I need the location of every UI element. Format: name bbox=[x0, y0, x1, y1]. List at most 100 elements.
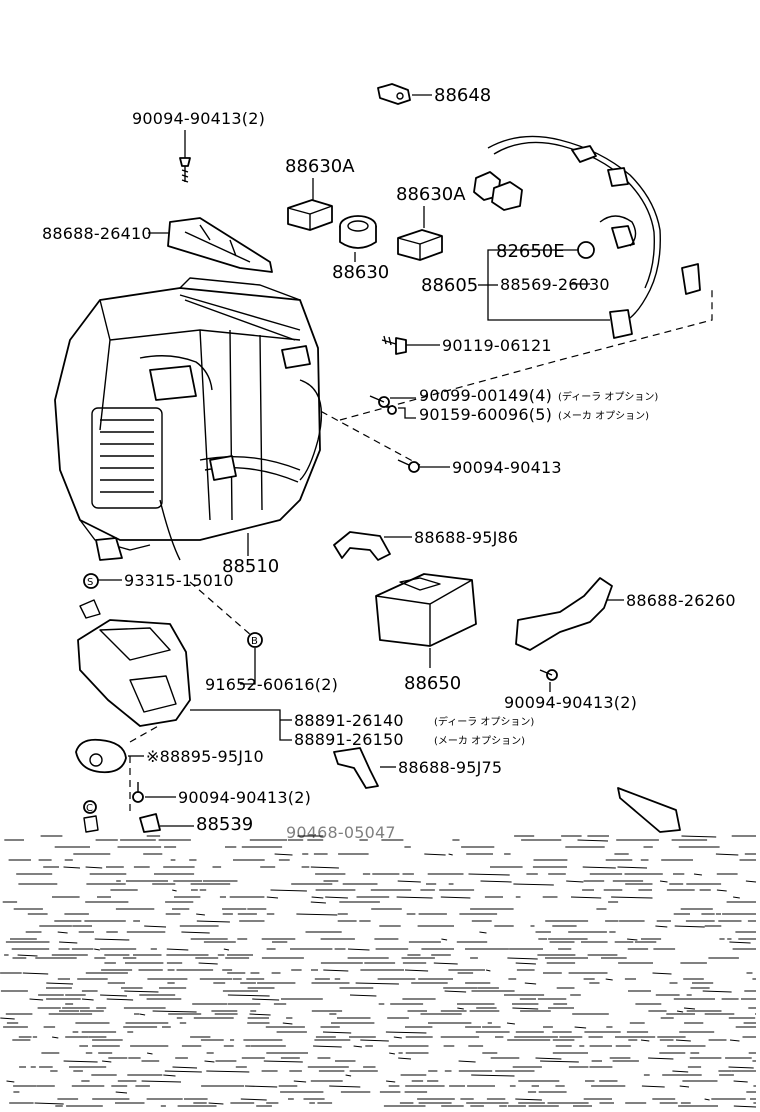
scan-streak bbox=[94, 938, 130, 941]
screw-icon-top bbox=[179, 157, 191, 183]
scan-streak bbox=[570, 896, 602, 899]
scan-streak bbox=[675, 1039, 691, 1042]
scan-streak bbox=[204, 1060, 215, 1063]
scan-streak bbox=[524, 982, 537, 985]
scan-streak bbox=[196, 920, 230, 923]
scan-streak bbox=[458, 1060, 476, 1063]
scan-streak bbox=[34, 1102, 64, 1105]
scan-streak bbox=[208, 1102, 224, 1105]
bolt-icon-90119 bbox=[381, 335, 407, 355]
scan-streak bbox=[85, 866, 103, 869]
scan-streak bbox=[733, 1080, 748, 1083]
scan-streak bbox=[655, 925, 668, 928]
scan-streak bbox=[172, 1066, 198, 1069]
scan-streak bbox=[163, 1074, 176, 1077]
scan-streak bbox=[683, 1007, 696, 1010]
clip-88648 bbox=[377, 83, 411, 105]
scan-streak bbox=[652, 972, 672, 975]
label-88688-26260: 88688-26260 bbox=[626, 591, 736, 610]
scan-streak bbox=[29, 998, 44, 1001]
scan-streak bbox=[57, 931, 68, 934]
label-90119-06121: 90119-06121 bbox=[442, 336, 552, 355]
scan-streak bbox=[0, 1017, 15, 1020]
label-88510: 88510 bbox=[222, 556, 279, 577]
scan-streak bbox=[274, 853, 293, 856]
scan-streak bbox=[139, 1013, 146, 1016]
scan-streak bbox=[102, 1060, 112, 1063]
screw-icon-90099 bbox=[369, 395, 397, 415]
scan-streak bbox=[52, 1036, 59, 1039]
label-88688-95j75: 88688-95J75 bbox=[398, 758, 502, 777]
scan-streak bbox=[745, 880, 757, 883]
label-88895-95j10: ※88895-95J10 bbox=[146, 747, 264, 766]
scan-noise-area bbox=[0, 835, 757, 1108]
scan-streak bbox=[115, 1091, 128, 1094]
scan-streak bbox=[6, 1080, 15, 1083]
label-82650e: 82650E bbox=[496, 241, 565, 262]
scan-streak bbox=[311, 896, 324, 899]
scan-streak bbox=[674, 925, 705, 928]
scan-streak bbox=[144, 925, 167, 928]
label-88650: 88650 bbox=[404, 673, 461, 694]
scan-streak bbox=[733, 896, 740, 899]
scan-streak bbox=[617, 866, 648, 869]
scan-streak bbox=[512, 1007, 539, 1010]
scan-streak bbox=[63, 1060, 98, 1063]
amplifier-88650 bbox=[375, 573, 477, 647]
scan-streak bbox=[152, 1010, 197, 1013]
scan-streak bbox=[424, 853, 446, 856]
label-88648: 88648 bbox=[434, 85, 491, 106]
scan-streak bbox=[313, 1045, 342, 1048]
scan-streak bbox=[181, 931, 210, 934]
note-dealer-option-1: (ディーラ オプション) bbox=[558, 390, 658, 403]
scan-streak bbox=[389, 1052, 395, 1055]
scan-streak bbox=[566, 880, 584, 883]
marker-c: C bbox=[83, 800, 97, 814]
scan-streak bbox=[164, 1070, 202, 1073]
scan-streak bbox=[270, 889, 307, 892]
scan-streak bbox=[141, 1080, 182, 1083]
bracket-partial-right bbox=[617, 787, 681, 833]
svg-text:S: S bbox=[87, 577, 93, 588]
label-90094-90413-2-bottom: 90094-90413(2) bbox=[178, 788, 311, 807]
scan-streak bbox=[457, 1007, 464, 1010]
bracket-88688-95j75 bbox=[333, 747, 379, 789]
scan-streak bbox=[480, 880, 512, 883]
marker-b: B bbox=[247, 632, 263, 648]
svg-text:C: C bbox=[86, 803, 93, 814]
scan-streak bbox=[240, 1098, 267, 1101]
label-88605: 88605 bbox=[421, 275, 478, 296]
grommet-88895 bbox=[75, 738, 127, 774]
label-90094-90413-2-right: 90094-90413(2) bbox=[504, 693, 637, 712]
scan-streak bbox=[582, 866, 616, 869]
label-90099-00149: 90099-00149(4) bbox=[419, 386, 552, 405]
scan-streak bbox=[513, 883, 554, 886]
scan-streak bbox=[325, 896, 348, 899]
scan-streak bbox=[355, 982, 399, 985]
scan-streak bbox=[282, 1022, 293, 1025]
scan-streak bbox=[535, 1057, 562, 1060]
scan-streak bbox=[433, 962, 458, 965]
label-90159-60096: 90159-60096(5) bbox=[419, 405, 552, 424]
scan-streak bbox=[676, 1010, 684, 1013]
marker-s: S bbox=[83, 573, 99, 589]
scan-streak bbox=[249, 1013, 271, 1016]
heater-unit-88510 bbox=[54, 277, 323, 561]
scan-streak bbox=[196, 913, 205, 916]
scan-streak bbox=[397, 880, 421, 883]
duct-88891 bbox=[77, 599, 191, 727]
scan-streak bbox=[640, 1039, 650, 1042]
scan-streak bbox=[672, 1070, 689, 1073]
leader-lines bbox=[98, 94, 624, 827]
scan-streak bbox=[46, 982, 74, 985]
scan-streak bbox=[733, 1105, 757, 1108]
scan-streak bbox=[605, 978, 613, 981]
scan-streak bbox=[345, 1074, 352, 1077]
scan-streak bbox=[440, 896, 471, 899]
scan-streak bbox=[729, 1039, 740, 1042]
relay-88630 bbox=[339, 215, 377, 249]
scan-streak bbox=[100, 994, 128, 997]
scan-streak bbox=[468, 873, 510, 876]
scan-streak bbox=[252, 998, 280, 1001]
